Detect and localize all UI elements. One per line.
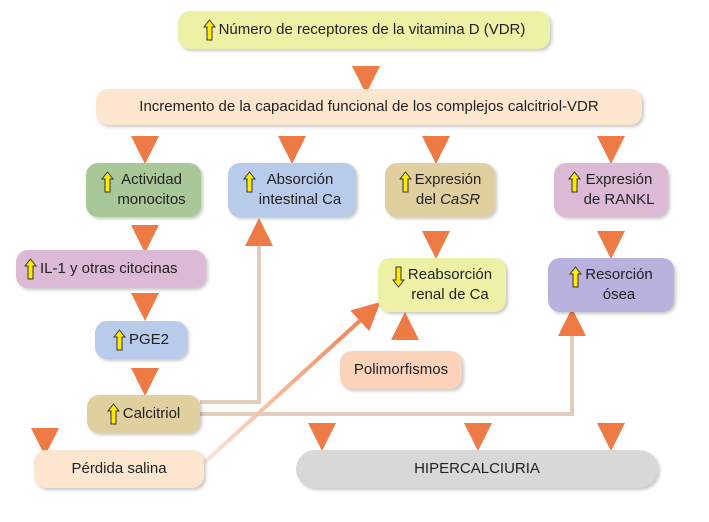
node-complex: Incremento de la capacidad funcional de …: [96, 89, 642, 125]
up-arrow-icon: [567, 171, 581, 193]
node-perdida-salina: Pérdida salina: [34, 450, 204, 488]
up-arrow-icon: [242, 171, 256, 193]
node-hipercalciuria: HIPERCALCIURIA: [296, 450, 658, 488]
down-arrow-icon: [391, 266, 405, 288]
up-arrow-icon: [101, 171, 115, 193]
up-arrow-icon: [106, 403, 120, 425]
up-arrow-icon: [202, 19, 216, 41]
node-pge2: PGE2: [95, 321, 187, 359]
node-calcitriol: Calcitriol: [87, 395, 200, 433]
node-polimorfismos: Polimorfismos: [340, 351, 462, 389]
up-arrow-icon: [398, 171, 412, 193]
up-arrow-icon: [569, 266, 583, 288]
up-arrow-icon: [112, 329, 126, 351]
up-arrow-icon: [24, 258, 37, 280]
node-il1-citocinas: IL-1 y otras citocinas: [16, 250, 206, 288]
connector-calcitriol-absorcion: [200, 224, 261, 404]
node-vdr: Número de receptores de la vitamina D (V…: [178, 11, 550, 49]
connector-perdida-reabsorcion: [203, 301, 381, 464]
